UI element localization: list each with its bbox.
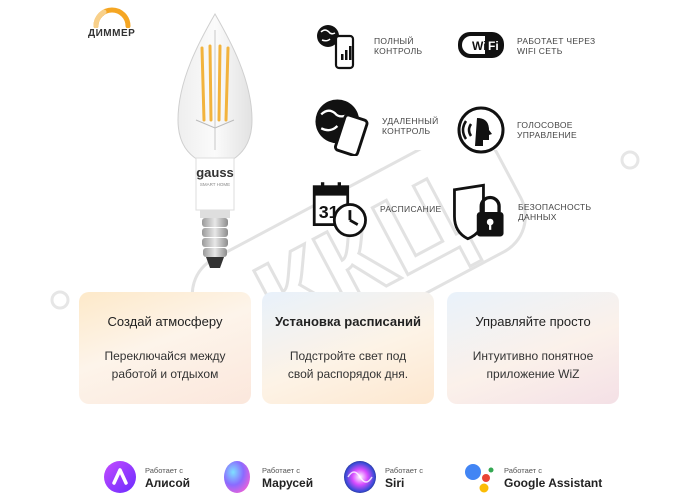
card-desc-line: Интуитивно понятное <box>472 349 594 363</box>
assistant-name: Siri <box>385 476 405 490</box>
dimmer-label: ДИММЕР <box>88 28 136 39</box>
card-simple-control: Управляйте просто Интуитивно понятное пр… <box>447 292 619 404</box>
feature-text-line: КОНТРОЛЬ <box>382 126 431 136</box>
assistant-name: Алисой <box>145 476 191 490</box>
card-desc-line: Подстройте свет под <box>289 349 407 363</box>
assistant-caption: Работает с <box>145 466 183 475</box>
google-assistant-logo-icon <box>465 464 494 493</box>
assistant-caption: Работает с <box>504 466 542 475</box>
feature-text-line: БЕЗОПАСНОСТЬ <box>518 202 592 212</box>
svg-text:Fi: Fi <box>488 39 499 53</box>
feature-wifi: Wi Fi РАБОТАЕТ ЧЕРЕЗ WIFI СЕТЬ <box>455 20 607 72</box>
bulb-image: gauss SMART HOME <box>177 12 253 268</box>
alice-logo-icon <box>104 461 136 493</box>
feature-remote-control: УДАЛЕННЫЙ КОНТРОЛЬ <box>312 96 472 156</box>
feature-text-line: КОНТРОЛЬ <box>374 46 423 56</box>
feature-full-control: ПОЛНЫЙ КОНТРОЛЬ <box>312 20 464 72</box>
assistant-name: Марусей <box>262 476 314 490</box>
assistant-marusya: Работает с Марусей <box>220 460 313 494</box>
feature-text-line: УДАЛЕННЫЙ <box>382 116 439 126</box>
card-desc-line: Переключайся между <box>104 349 226 363</box>
assistant-caption: Работает с <box>262 466 300 475</box>
feature-voice-control: ГОЛОСОВОЕ УПРАВЛЕНИЕ <box>455 104 607 156</box>
voice-control-icon <box>457 106 505 154</box>
card-title: Создай атмосферу <box>107 314 223 329</box>
feature-text-line: ПОЛНЫЙ <box>374 36 414 46</box>
wifi-icon: Wi Fi <box>458 32 504 58</box>
marusya-logo-icon <box>224 461 250 493</box>
assistant-alice: Работает с Алисой <box>103 460 190 494</box>
card-desc-line: свой распорядок дня. <box>287 367 409 381</box>
svg-text:Wi: Wi <box>472 39 487 53</box>
card-schedules: Установка расписаний Подстройте свет под… <box>262 292 434 404</box>
shield-lock-icon <box>453 183 504 241</box>
feature-text-line: УПРАВЛЕНИЕ <box>517 130 578 140</box>
dimmer-arc-icon <box>93 7 131 28</box>
remote-control-icon <box>315 99 369 156</box>
feature-data-security: БЕЗОПАСНОСТЬ ДАННЫХ <box>450 182 608 242</box>
card-desc-line: приложение WiZ <box>486 367 580 381</box>
bulb-sub: SMART HOME <box>200 182 230 187</box>
assistant-caption: Работает с <box>385 466 423 475</box>
globe-phone-icon <box>317 25 355 70</box>
feature-text-line: РАБОТАЕТ ЧЕРЕЗ <box>517 36 596 46</box>
feature-text-line: WIFI СЕТЬ <box>517 46 563 56</box>
assistant-siri: Работает с Siri <box>343 460 423 494</box>
feature-text-line: ДАННЫХ <box>518 212 557 222</box>
dimmer-badge: ДИММЕР <box>88 6 158 46</box>
card-atmosphere: Создай атмосферу Переключайся между рабо… <box>79 292 251 404</box>
card-title: Установка расписаний <box>275 314 421 329</box>
feature-text-line: РАСПИСАНИЕ <box>380 204 442 214</box>
feature-text-line: ГОЛОСОВОЕ <box>517 120 573 130</box>
calendar-clock-icon: 31 <box>312 182 367 238</box>
siri-logo-icon <box>344 461 376 493</box>
feature-schedule: 31 РАСПИСАНИЕ <box>312 178 470 240</box>
card-title: Управляйте просто <box>475 314 591 329</box>
bulb-brand: gauss <box>196 165 234 180</box>
assistant-google: Работает с Google Assistant <box>462 460 602 494</box>
assistant-name: Google Assistant <box>504 476 603 490</box>
card-desc-line: работой и отдыхом <box>111 367 219 381</box>
